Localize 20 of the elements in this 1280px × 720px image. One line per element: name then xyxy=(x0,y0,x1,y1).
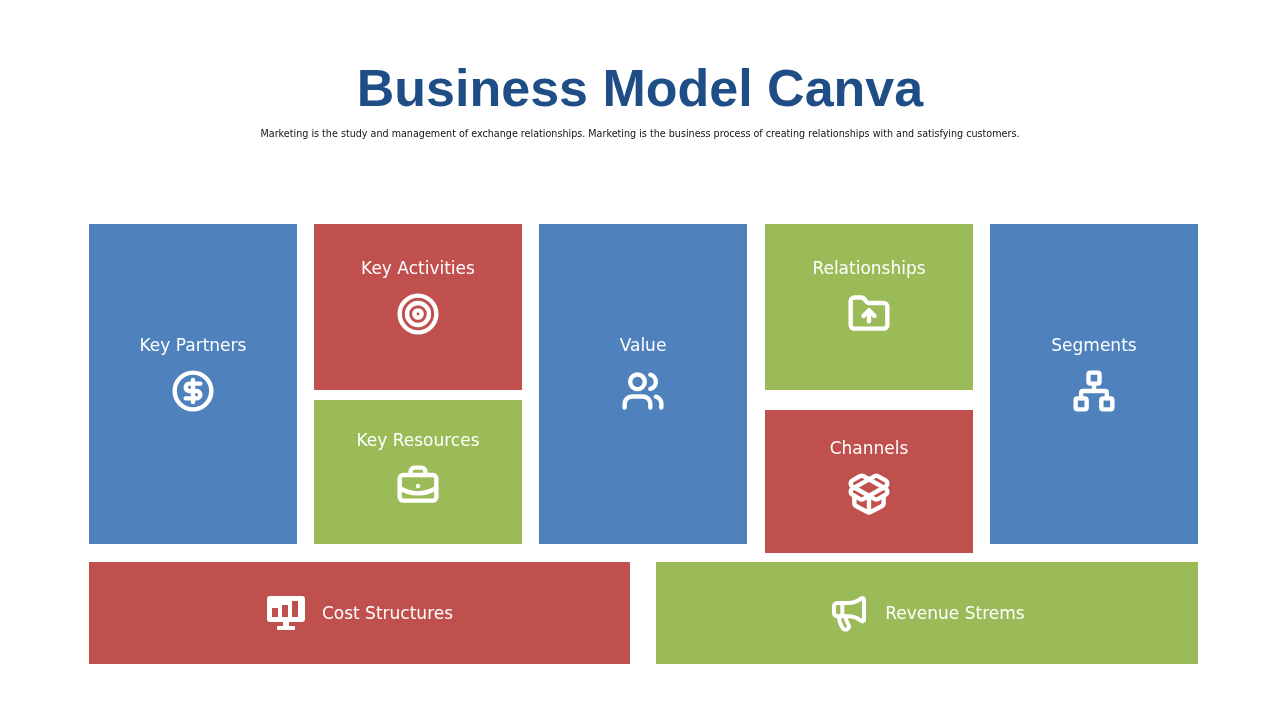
subtitle: Marketing is the study and management of exchange relationships. Marketing is the business process of creating relationships with and satisfying customers. xyxy=(259,128,1021,139)
canvas-block xyxy=(765,224,973,390)
block-label: Value xyxy=(619,335,667,355)
block-label: Channels xyxy=(829,437,909,458)
block-label: Key Partners xyxy=(139,335,247,355)
block-label: Revenue Strems xyxy=(885,603,1025,623)
canvas-block xyxy=(656,562,1198,664)
canvas-block xyxy=(765,410,973,553)
canvas-block xyxy=(89,562,630,664)
canvas-block xyxy=(539,224,747,544)
canvas-block xyxy=(990,224,1198,544)
block-label: Key Resources xyxy=(356,430,480,450)
title: Business Model Canva xyxy=(355,58,925,118)
canvas-block xyxy=(314,400,522,544)
block-label: Key Activities xyxy=(361,258,475,278)
canvas-block xyxy=(314,224,522,390)
block-label: Segments xyxy=(1051,335,1137,355)
block-label: Cost Structures xyxy=(321,603,454,623)
canvas-block xyxy=(89,224,297,544)
block-label: Relationships xyxy=(812,258,926,278)
